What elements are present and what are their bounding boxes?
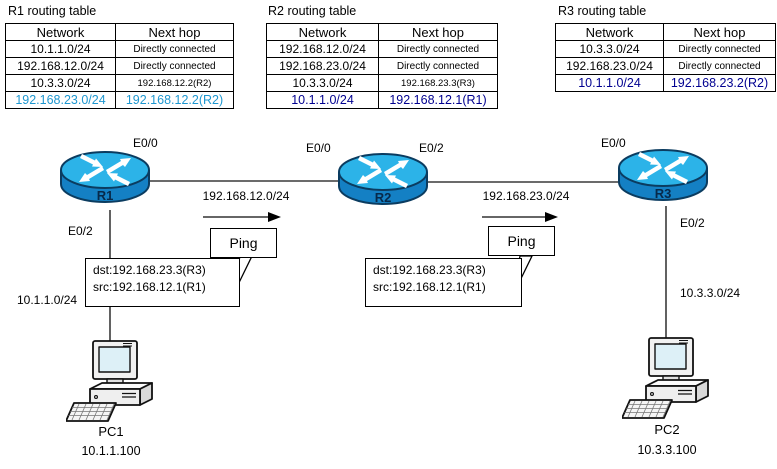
pc1-name: PC1: [98, 424, 124, 439]
ping-dst-line: dst:192.168.23.3(R3): [373, 263, 486, 277]
network-label-pc2-lan: 10.3.3.0/24: [680, 286, 741, 300]
network-cell: 10.3.3.0/24: [5, 74, 116, 92]
table-row: 10.1.1.0/24 Directly connected: [5, 40, 234, 58]
r2-interface-e0-2-label: E0/2: [419, 141, 444, 155]
ping-dst-line: dst:192.168.23.3(R3): [93, 263, 206, 277]
next-hop-cell: Directly connected: [378, 40, 498, 58]
network-cell: 10.1.1.0/24: [5, 40, 116, 58]
network-header: Network: [266, 23, 379, 41]
table-header-row: Network Next hop: [5, 23, 234, 41]
ping-box-1: Ping: [210, 228, 277, 258]
ping-src-line: src:192.168.12.1(R1): [93, 280, 206, 294]
keyboard-keys: [624, 400, 671, 418]
pc-icon: [66, 340, 153, 422]
table-header-row: Network Next hop: [555, 23, 776, 41]
ping-box-2: Ping: [488, 226, 555, 256]
table-row: 192.168.12.0/24 Directly connected: [5, 57, 234, 75]
next-hop-cell: Directly connected: [663, 40, 776, 58]
r3-interface-e0-2-label: E0/2: [680, 216, 705, 230]
router-name: R3: [655, 186, 672, 201]
next-hop-cell: Directly connected: [115, 57, 234, 75]
ping-direction-arrow-1: [203, 212, 281, 222]
network-cell: 10.3.3.0/24: [555, 40, 664, 58]
r1-interface-e0-2-label: E0/2: [68, 224, 93, 238]
pc2-name: PC2: [654, 422, 680, 437]
network-cell: 10.1.1.0/24: [266, 91, 379, 109]
table-row-highlighted: 192.168.23.0/24 192.168.12.2(R2): [5, 91, 234, 109]
network-cell: 192.168.23.0/24: [5, 91, 116, 109]
table-row: 10.3.3.0/24 192.168.23.3(R3): [266, 74, 498, 92]
table-row: 192.168.12.0/24 Directly connected: [266, 40, 498, 58]
table-row-highlighted: 10.1.1.0/24 192.168.12.1(R1): [266, 91, 498, 109]
table-row: 10.3.3.0/24 192.168.12.2(R2): [5, 74, 234, 92]
r1-interface-e0-0-label: E0/0: [133, 136, 158, 150]
r3-routing-table: Network Next hop 10.3.3.0/24 Directly co…: [555, 23, 776, 92]
network-cell: 192.168.12.0/24: [5, 57, 116, 75]
next-hop-cell: 192.168.23.3(R3): [378, 74, 498, 92]
next-hop-header: Next hop: [115, 23, 234, 41]
r2-table-title: R2 routing table: [268, 4, 357, 18]
network-header: Network: [555, 23, 664, 41]
r2-interface-e0-0-label: E0/0: [306, 141, 331, 155]
table-header-row: Network Next hop: [266, 23, 498, 41]
keyboard-keys: [68, 403, 115, 421]
router-arrows-glyph: [357, 156, 409, 188]
router-icon: R2: [338, 153, 428, 205]
next-hop-header: Next hop: [378, 23, 498, 41]
ping-label: Ping: [507, 233, 536, 249]
table-row: 10.3.3.0/24 Directly connected: [555, 40, 776, 58]
network-cell: 10.1.1.0/24: [555, 74, 664, 92]
r3-table-title: R3 routing table: [558, 4, 647, 18]
ping-callout-1: dst:192.168.23.3(R3) src:192.168.12.1(R1…: [85, 258, 240, 307]
r2-routing-table: Network Next hop 192.168.12.0/24 Directl…: [266, 23, 498, 109]
router-arrows-glyph: [637, 152, 689, 184]
next-hop-cell: 192.168.12.2(R2): [115, 74, 234, 92]
router-icon: R1: [60, 151, 150, 203]
router-name: R1: [97, 188, 114, 203]
table-row: 192.168.23.0/24 Directly connected: [266, 57, 498, 75]
next-hop-header: Next hop: [663, 23, 776, 41]
next-hop-cell: 192.168.12.1(R1): [378, 91, 498, 109]
ping-callout-2: dst:192.168.23.3(R3) src:192.168.12.1(R1…: [365, 258, 522, 307]
r3-interface-e0-0-label: E0/0: [601, 136, 626, 150]
network-label-r1-r2: 192.168.12.0/24: [202, 189, 290, 203]
next-hop-cell: Directly connected: [663, 57, 776, 75]
network-label-r2-r3: 192.168.23.0/24: [482, 189, 570, 203]
network-cell: 10.3.3.0/24: [266, 74, 379, 92]
r1-table-title: R1 routing table: [8, 4, 97, 18]
network-cell: 192.168.12.0/24: [266, 40, 379, 58]
ping-label: Ping: [229, 235, 258, 251]
next-hop-cell: 192.168.23.2(R2): [663, 74, 776, 92]
network-cell: 192.168.23.0/24: [555, 57, 664, 75]
pc2-ip: 10.3.3.100: [637, 443, 697, 457]
table-row-highlighted: 10.1.1.0/24 192.168.23.2(R2): [555, 74, 776, 92]
ping-direction-arrow-2: [482, 212, 558, 222]
next-hop-cell: Directly connected: [378, 57, 498, 75]
network-header: Network: [5, 23, 116, 41]
pc1-ip: 10.1.1.100: [81, 444, 141, 458]
network-cell: 192.168.23.0/24: [266, 57, 379, 75]
next-hop-cell: 192.168.12.2(R2): [115, 91, 234, 109]
router-name: R2: [375, 190, 392, 205]
r1-routing-table: Network Next hop 10.1.1.0/24 Directly co…: [5, 23, 234, 109]
router-icon: R3: [618, 149, 708, 201]
router-arrows-glyph: [79, 154, 131, 186]
pc-icon: [622, 337, 709, 419]
ping-src-line: src:192.168.12.1(R1): [373, 280, 486, 294]
next-hop-cell: Directly connected: [115, 40, 234, 58]
table-row: 192.168.23.0/24 Directly connected: [555, 57, 776, 75]
network-label-pc1-lan: 10.1.1.0/24: [17, 293, 78, 307]
